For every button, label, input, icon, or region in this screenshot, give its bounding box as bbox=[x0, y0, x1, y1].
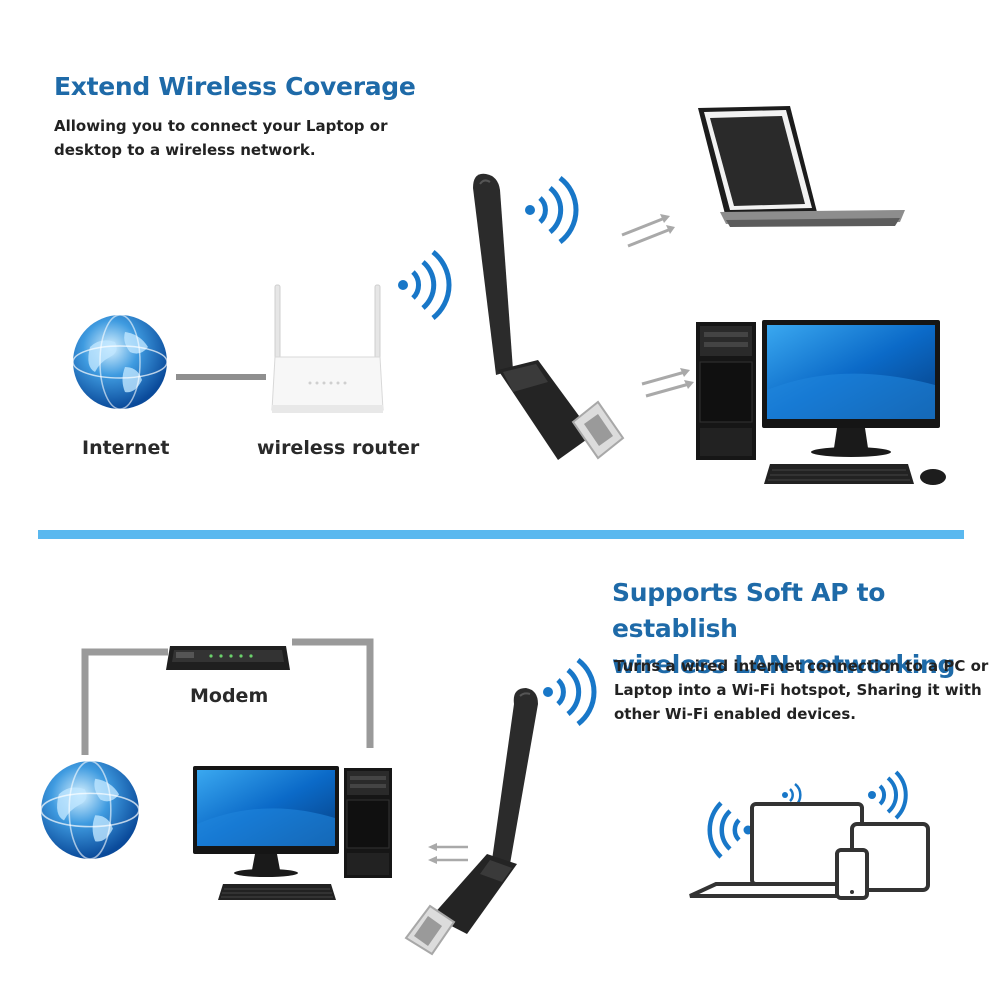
top-subtitle: Allowing you to connect your Laptop or d… bbox=[54, 114, 387, 162]
wifi-signal-icon bbox=[707, 801, 753, 859]
label-wireless-router: wireless router bbox=[257, 437, 420, 459]
keyboard-icon bbox=[764, 464, 914, 484]
laptop-icon bbox=[698, 106, 905, 227]
globe-icon bbox=[72, 314, 168, 410]
bottom-description: Turns a wired internet connection to a P… bbox=[614, 654, 988, 726]
top-title: Extend Wireless Coverage bbox=[54, 72, 416, 101]
bottom-desc-line1: Turns a wired internet connection to a P… bbox=[614, 657, 989, 675]
smartphone-icon bbox=[835, 848, 869, 900]
modem-icon bbox=[166, 646, 290, 670]
section-divider bbox=[38, 530, 964, 539]
mouse-icon bbox=[920, 469, 946, 485]
label-modem: Modem bbox=[190, 685, 269, 707]
top-subtitle-line1: Allowing you to connect your Laptop or bbox=[54, 117, 388, 135]
wifi-signal-icon bbox=[868, 770, 908, 820]
computer-tower-icon bbox=[344, 768, 392, 878]
router-icon bbox=[271, 284, 384, 413]
computer-tower-icon bbox=[696, 322, 756, 460]
usb-adapter-icon bbox=[404, 688, 538, 956]
wifi-signal-icon bbox=[398, 250, 452, 320]
keyboard-icon bbox=[218, 884, 336, 900]
bottom-title: Supports Soft AP to establish wireless L… bbox=[612, 575, 1001, 683]
globe-icon bbox=[40, 760, 140, 860]
arrow-icon bbox=[641, 368, 694, 398]
bottom-title-line1: Supports Soft AP to establish bbox=[612, 578, 886, 643]
bottom-desc-line3: other Wi-Fi enabled devices. bbox=[614, 705, 856, 723]
bottom-title-line2: wireless LAN networking bbox=[612, 650, 956, 679]
cable-line bbox=[81, 638, 374, 755]
wifi-signal-icon bbox=[525, 176, 579, 244]
cable-line bbox=[176, 374, 266, 380]
usb-adapter-icon bbox=[473, 173, 625, 460]
top-subtitle-line2: desktop to a wireless network. bbox=[54, 141, 316, 159]
wifi-signal-icon bbox=[543, 658, 597, 726]
monitor-icon bbox=[762, 320, 940, 457]
monitor-icon bbox=[193, 766, 339, 877]
arrow-icon bbox=[428, 843, 468, 864]
laptop-icon bbox=[689, 802, 868, 898]
label-internet: Internet bbox=[82, 437, 170, 459]
bottom-desc-line2: Laptop into a Wi-Fi hotspot, Sharing it … bbox=[614, 681, 982, 699]
arrow-icon bbox=[621, 214, 675, 248]
